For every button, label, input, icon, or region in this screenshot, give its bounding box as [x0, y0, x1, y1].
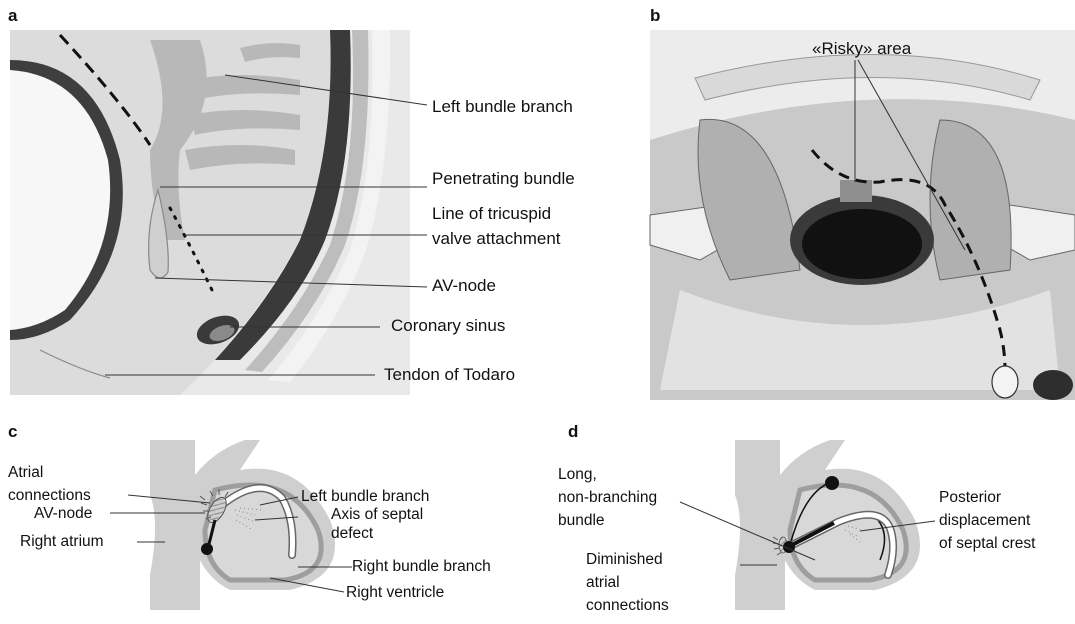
a-label-tricuspid-line-1: Line of tricuspid: [432, 203, 551, 224]
d-label-diminished-3: connections: [586, 596, 669, 615]
panel-a-illustration: [10, 30, 410, 395]
d-label-long-3: bundle: [558, 511, 605, 530]
a-label-av-node: AV-node: [432, 275, 496, 296]
c-label-right-ventricle: Right ventricle: [346, 583, 444, 602]
d-label-posterior-1: Posterior: [939, 488, 1001, 507]
a-label-coronary-sinus: Coronary sinus: [391, 315, 505, 336]
c-label-right-atrium: Right atrium: [20, 532, 104, 551]
a-label-tricuspid-line-2: valve attachment: [432, 228, 561, 249]
panel-d-heart: [735, 440, 920, 610]
a-label-penetrating-bundle: Penetrating bundle: [432, 168, 575, 189]
d-label-diminished-1: Diminished: [586, 550, 663, 569]
panel-b-illustration: [650, 30, 1075, 400]
c-label-atrial-2: connections: [8, 486, 91, 505]
d-label-posterior-3: of septal crest: [939, 534, 1036, 553]
c-label-atrial-1: Atrial: [8, 463, 43, 482]
c-label-axis-2: defect: [331, 524, 373, 543]
b-label-risky-area: «Risky» area: [812, 38, 911, 59]
d-label-diminished-2: atrial: [586, 573, 620, 592]
c-label-axis-1: Axis of septal: [331, 505, 423, 524]
d-label-posterior-2: displacement: [939, 511, 1030, 530]
panel-c-heart: [150, 440, 335, 610]
a-label-left-bundle-branch: Left bundle branch: [432, 96, 573, 117]
a-label-tendon-todaro: Tendon of Todaro: [384, 364, 515, 385]
c-label-right-bundle-branch: Right bundle branch: [352, 557, 491, 576]
d-label-long-1: Long,: [558, 465, 597, 484]
c-label-left-bundle-branch: Left bundle branch: [301, 487, 429, 506]
c-label-av-node: AV-node: [34, 504, 92, 523]
d-label-long-2: non-branching: [558, 488, 657, 507]
